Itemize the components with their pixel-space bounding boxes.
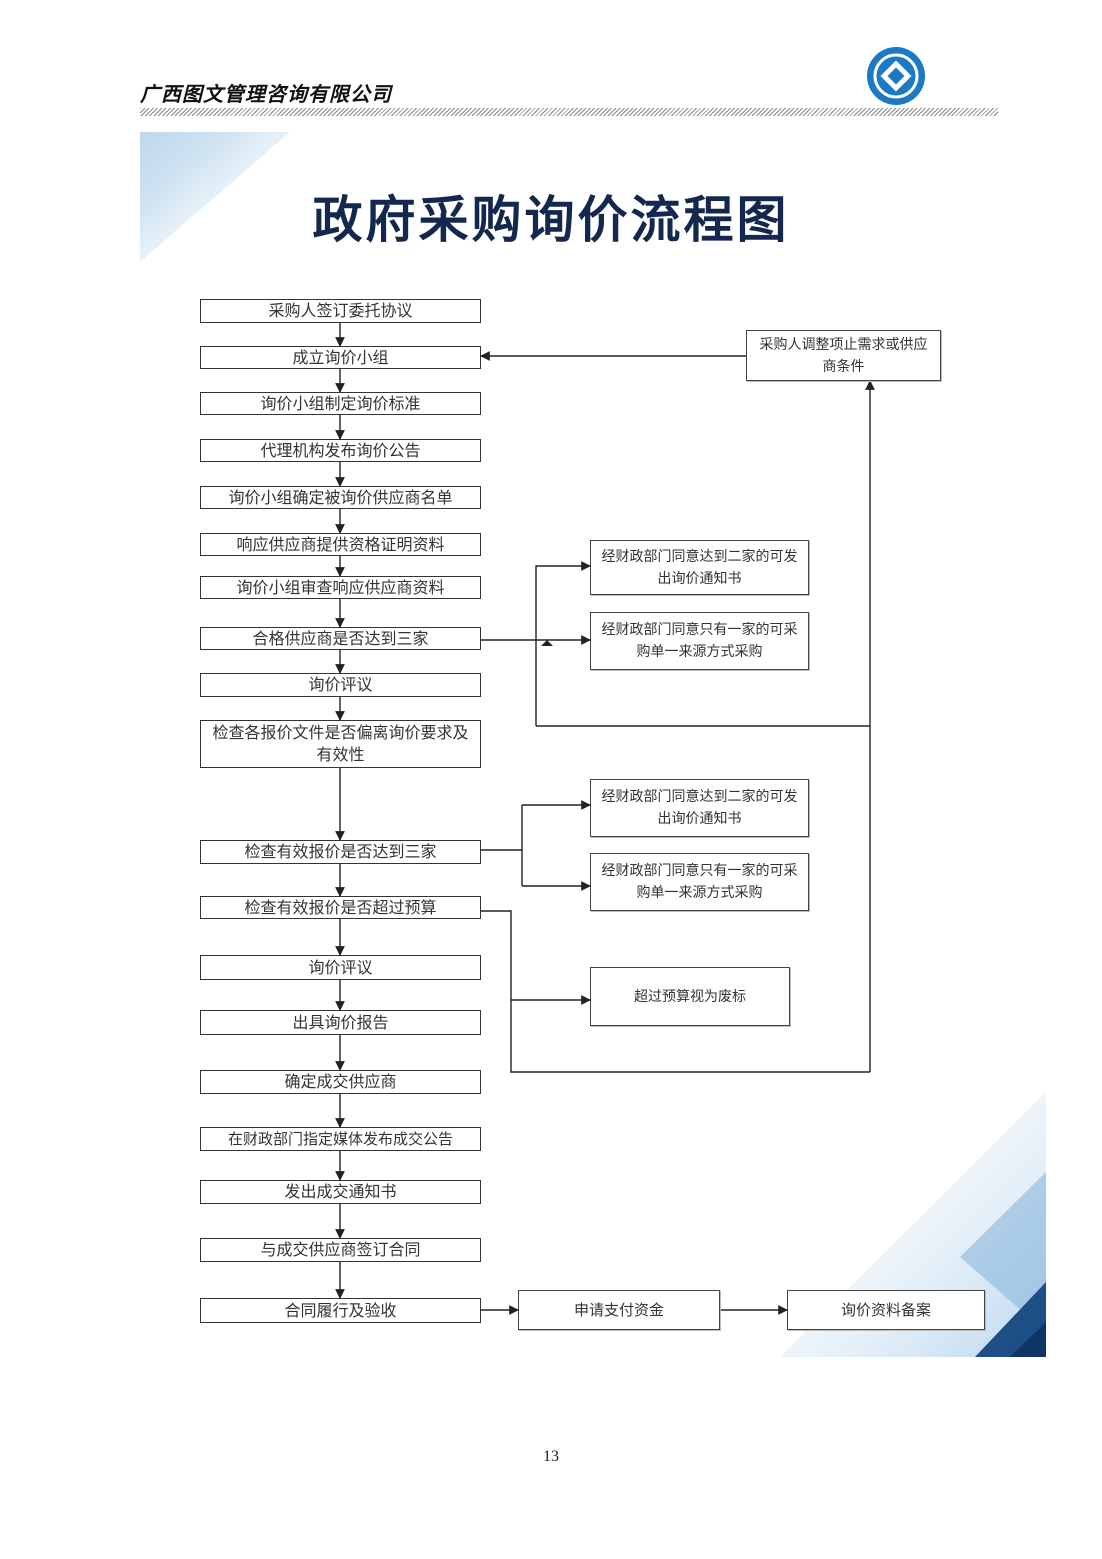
flow-step-9: 询价评议 bbox=[200, 673, 481, 697]
single-source-box-1: 经财政部门同意只有一家的可采购单一来源方式采购 bbox=[590, 612, 809, 670]
flow-step-13: 询价评议 bbox=[200, 955, 481, 980]
archive-materials-box: 询价资料备案 bbox=[787, 1290, 985, 1330]
single-source-box-2: 经财政部门同意只有一家的可采购单一来源方式采购 bbox=[590, 853, 809, 911]
company-logo-icon bbox=[867, 47, 925, 105]
flow-step-2: 成立询价小组 bbox=[200, 346, 481, 369]
flow-step-3: 询价小组制定询价标准 bbox=[200, 392, 481, 415]
two-suppliers-box-2: 经财政部门同意达到二家的可发出询价通知书 bbox=[590, 779, 809, 837]
flow-step-5: 询价小组确定被询价供应商名单 bbox=[200, 486, 481, 509]
flow-step-1: 采购人签订委托协议 bbox=[200, 299, 481, 323]
apply-payment-box: 申请支付资金 bbox=[518, 1290, 720, 1330]
flow-step-8: 合格供应商是否达到三家 bbox=[200, 627, 481, 650]
adjust-requirements-box: 采购人调整项止需求或供应商条件 bbox=[746, 330, 941, 381]
page-number: 13 bbox=[543, 1448, 559, 1465]
flow-step-17: 发出成交通知书 bbox=[200, 1180, 481, 1204]
flow-step-16: 在财政部门指定媒体发布成交公告 bbox=[200, 1127, 481, 1151]
flow-step-11: 检查有效报价是否达到三家 bbox=[200, 840, 481, 864]
company-name: 广西图文管理咨询有限公司 bbox=[140, 82, 392, 106]
flow-step-15: 确定成交供应商 bbox=[200, 1070, 481, 1094]
flow-step-12: 检查有效报价是否超过预算 bbox=[200, 896, 481, 919]
page-title: 政府采购询价流程图 bbox=[312, 191, 790, 249]
two-suppliers-box-1: 经财政部门同意达到二家的可发出询价通知书 bbox=[590, 540, 809, 595]
flow-step-7: 询价小组审查响应供应商资料 bbox=[200, 576, 481, 599]
flow-step-14: 出具询价报告 bbox=[200, 1010, 481, 1035]
over-budget-box: 超过预算视为废标 bbox=[590, 967, 790, 1026]
flow-step-4: 代理机构发布询价公告 bbox=[200, 439, 481, 462]
header-divider bbox=[140, 108, 998, 116]
flow-step-18: 与成交供应商签订合同 bbox=[200, 1238, 481, 1262]
flow-step-19: 合同履行及验收 bbox=[200, 1298, 481, 1323]
flow-step-10: 检查各报价文件是否偏离询价要求及有效性 bbox=[200, 720, 481, 768]
flow-step-6: 响应供应商提供资格证明资料 bbox=[200, 533, 481, 556]
